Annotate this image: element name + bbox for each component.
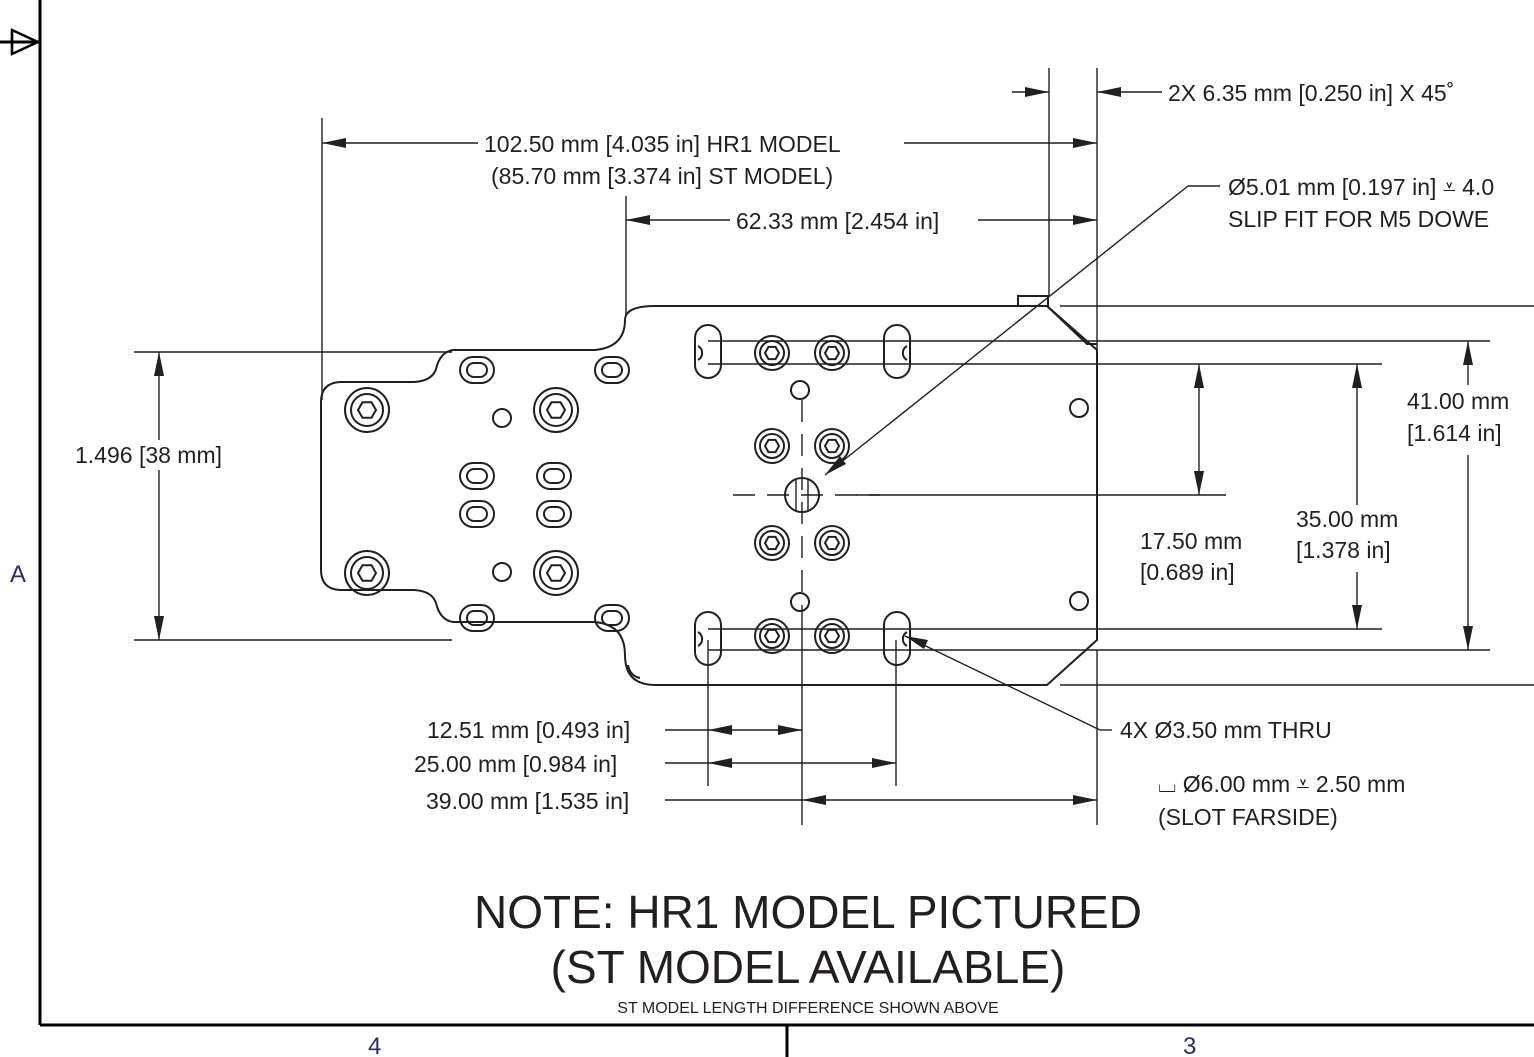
extension-lines: [134, 68, 1534, 825]
leader-lines: [824, 185, 1220, 731]
part-outline: [320, 295, 1098, 686]
width-35-in-label: [1.378 in]: [1296, 537, 1391, 563]
length-62-label: 62.33 mm [2.454 in]: [736, 208, 939, 234]
dowel-hole: [733, 400, 880, 595]
width-35-mm-label: 35.00 mm: [1296, 506, 1398, 532]
cbore-label-line1: ⌴ Ø6.00 mm ⩡ 2.50 mm: [1158, 771, 1405, 797]
zone-row-a: A: [10, 561, 26, 588]
offset-25-label: 25.00 mm [0.984 in]: [414, 751, 617, 777]
sheet-frame: [38, 0, 1534, 1057]
thru-holes-label: 4X Ø3.50 mm THRU: [1120, 717, 1332, 743]
projection-symbol: [0, 28, 41, 56]
length-hr1-label: 102.50 mm [4.035 in] HR1 MODEL: [484, 131, 841, 157]
dimension-lines: [154, 87, 1473, 805]
note-line1: NOTE: HR1 MODEL PICTURED: [474, 886, 1142, 938]
note-line2: (ST MODEL AVAILABLE): [551, 941, 1066, 993]
offset-39-label: 39.00 mm [1.535 in]: [426, 788, 629, 814]
offset-12-label: 12.51 mm [0.493 in]: [427, 717, 630, 743]
chamfer-label: 2X 6.35 mm [0.250 in] X 45˚: [1168, 80, 1454, 106]
width-17-mm-label: 17.50 mm: [1140, 528, 1242, 554]
dowel-label-line2: SLIP FIT FOR M5 DOWE: [1228, 206, 1489, 232]
width-17-in-label: [0.689 in]: [1140, 559, 1235, 585]
cbore-label-line2: (SLOT FARSIDE): [1158, 804, 1338, 830]
dowel-label-line1: Ø5.01 mm [0.197 in] ⩡ 4.0: [1228, 174, 1494, 200]
length-st-label: (85.70 mm [3.374 in] ST MODEL): [491, 163, 833, 189]
zone-col-4: 4: [368, 1033, 381, 1057]
width-38-label: 1.496 [38 mm]: [75, 442, 222, 468]
mounting-holes: [344, 356, 1089, 632]
width-41-in-label: [1.614 in]: [1407, 420, 1502, 446]
note-line3: ST MODEL LENGTH DIFFERENCE SHOWN ABOVE: [617, 1000, 998, 1017]
width-41-mm-label: 41.00 mm: [1407, 388, 1509, 414]
zone-col-3: 3: [1183, 1033, 1196, 1057]
